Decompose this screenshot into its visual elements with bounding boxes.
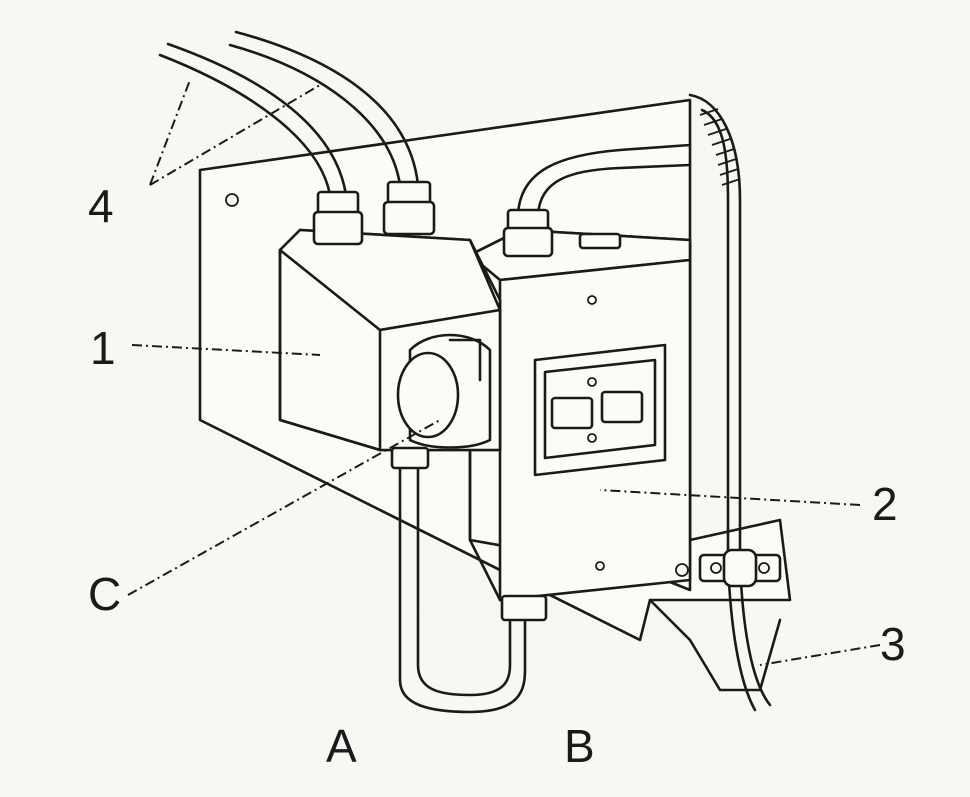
leader-4a bbox=[149, 79, 191, 186]
mounting-hole bbox=[225, 193, 239, 207]
label-2: 2 bbox=[872, 478, 898, 530]
screw bbox=[587, 295, 597, 305]
top-plug bbox=[578, 232, 622, 250]
indicator-lamp bbox=[675, 563, 689, 577]
cable-3 bbox=[688, 93, 772, 712]
cables-4 bbox=[158, 30, 436, 246]
switch-key-right bbox=[600, 390, 644, 424]
label-c: C bbox=[88, 568, 121, 620]
switch-key-left bbox=[550, 396, 594, 430]
rocker-switch bbox=[533, 343, 667, 477]
label-1: 1 bbox=[90, 322, 116, 374]
label-4: 4 bbox=[88, 180, 114, 232]
connecting-conduit bbox=[390, 446, 548, 714]
leader-3 bbox=[759, 644, 881, 666]
leader-1 bbox=[131, 344, 321, 356]
switch-knob bbox=[396, 351, 460, 439]
rotary-switch bbox=[396, 333, 492, 449]
leader-2 bbox=[599, 489, 861, 506]
box-b-gland bbox=[502, 143, 692, 258]
label-3: 3 bbox=[880, 618, 906, 670]
screw bbox=[595, 561, 605, 571]
label-a: A bbox=[326, 720, 357, 772]
leader-lines bbox=[127, 79, 881, 666]
leader-4b bbox=[149, 84, 321, 186]
cable-clamp bbox=[698, 548, 782, 588]
label-b: B bbox=[564, 720, 595, 772]
cable-corrugation bbox=[699, 108, 741, 186]
